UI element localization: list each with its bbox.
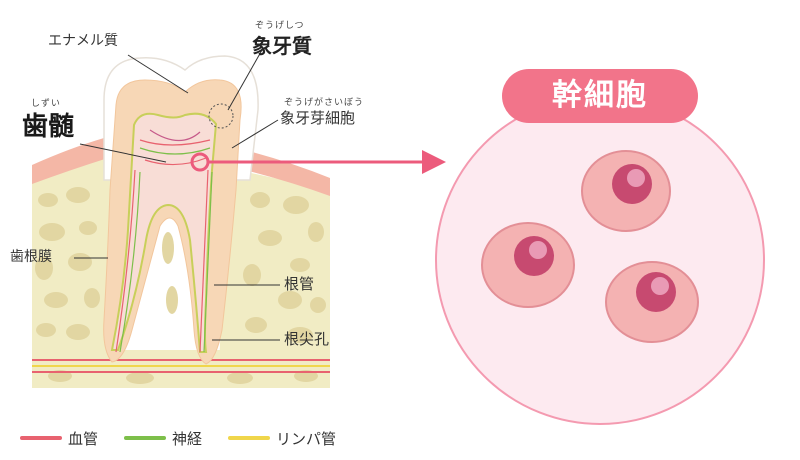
legend-blood-vessel: 血管 xyxy=(20,428,98,448)
tooth xyxy=(103,55,259,365)
legend-lymph-vessel: リンパ管 xyxy=(228,428,336,448)
jaw-bone xyxy=(32,150,330,388)
label-odontoblast-ruby: ぞうげがさいぼう xyxy=(284,98,365,108)
label-apical-foramen: 根尖孔 xyxy=(284,330,330,348)
base-vessels xyxy=(32,359,330,373)
stem-cell-2 xyxy=(481,222,575,308)
leader-lines xyxy=(74,49,280,341)
label-dentin: 象牙質 xyxy=(252,34,312,58)
label-dentin-ruby: ぞうげしつ xyxy=(255,21,305,31)
label-root-canal: 根管 xyxy=(284,275,315,293)
legend-blood-vessel-label: 血管 xyxy=(68,429,99,448)
gum xyxy=(32,138,330,196)
legend-nerve-label: 神経 xyxy=(172,429,203,448)
label-periodontal-ligament: 歯根膜 xyxy=(10,249,52,265)
legend-nerve-swatch xyxy=(124,436,166,440)
arrow xyxy=(208,150,446,174)
legend-lymph-vessel-label: リンパ管 xyxy=(276,429,337,448)
label-enamel: エナメル質 xyxy=(48,33,118,49)
label-odontoblast: 象牙芽細胞 xyxy=(280,109,356,127)
stem-cell-title: 幹細胞 xyxy=(502,69,698,123)
stem-cell-3 xyxy=(605,261,699,343)
legend-lymph-vessel-swatch xyxy=(228,436,270,440)
label-pulp-ruby: しずい xyxy=(31,99,61,109)
legend-blood-vessel-swatch xyxy=(20,436,62,440)
legend-nerve: 神経 xyxy=(124,428,202,448)
label-pulp: 歯髄 xyxy=(22,112,75,142)
stem-cell-1 xyxy=(581,150,671,232)
